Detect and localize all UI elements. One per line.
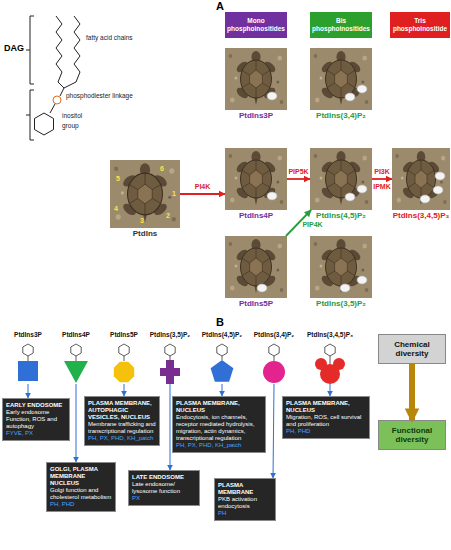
arrow-connector — [180, 193, 225, 195]
location-heading: EARLY ENDOSOME — [6, 402, 66, 409]
function-text: Membrane trafficking and transcriptional… — [88, 421, 156, 435]
domain-list: PH, PHD — [286, 428, 366, 435]
arrow-connector — [170, 384, 171, 470]
compound-name: PtdIns(3,4)P₂ — [250, 330, 298, 339]
part-label: phosphodiester linkage — [66, 92, 133, 99]
compound-name: PtdIns(3,4,5)P₃ — [302, 330, 358, 339]
location-heading: PLASMA MEMBRANE, AUTOPHAGIC VESICLES, NU… — [88, 400, 156, 421]
compound-photo: PtdIns3P — [225, 48, 287, 110]
function-text: Endocytosis, ion channels, receptor medi… — [176, 414, 262, 442]
enzyme-label: PIP5K — [288, 168, 308, 176]
group-header-text: Mono phosphoinositides — [226, 17, 286, 33]
compound-photo: PtdIns(3,4)P₂ — [310, 48, 372, 110]
diversity-box: Functional diversity — [378, 420, 446, 450]
group-header: Tris phosphoinositide — [390, 12, 450, 38]
arrow-connector — [330, 384, 331, 396]
panel-letter: B — [216, 316, 224, 328]
arrow-connector — [286, 210, 311, 236]
compound-photo: PtdIns(4,5)P₂ — [310, 148, 372, 210]
arrow-connector — [76, 384, 77, 462]
function-box: GOLGI, PLASMA MEMBRANE NUCLEUSGolgi func… — [46, 462, 116, 512]
compound-symbol: PtdIns(3,4,5)P₃ — [302, 330, 358, 384]
function-box: PLASMA MEMBRANE, AUTOPHAGIC VESICLES, NU… — [84, 396, 160, 446]
compound-name: PtdIns(3,5)P₂ — [146, 330, 194, 339]
compound-symbol: PtdIns(4,5)P₂ — [198, 330, 246, 384]
part-label: inositol — [62, 112, 82, 119]
location-heading: PLASMA MEMBRANE, NUCLEUS — [176, 400, 262, 414]
part-label: fatty acid chains — [86, 34, 133, 41]
function-box: LATE ENDOSOMELate endosome/ lysosome fun… — [128, 470, 200, 506]
function-text: Migration, ROS, cell survival and prolif… — [286, 414, 366, 428]
compound-name: PtdIns(4,5)P₂ — [316, 211, 366, 220]
group-header-text: Tris phosphoinositide — [391, 17, 449, 33]
compound-name: PtdIns(3,4,5)P₃ — [393, 211, 450, 220]
compound-symbol: PtdIns5P — [100, 330, 148, 384]
domain-list: PH, PHD — [50, 501, 112, 508]
compound-name: PtdIns(3,4)P₂ — [316, 111, 366, 120]
function-box: PLASMA MEMBRANE, NUCLEUSMigration, ROS, … — [282, 396, 370, 439]
arrow-connector — [372, 178, 392, 180]
compound-symbol: PtdIns(3,4)P₂ — [250, 330, 298, 384]
domain-list: FYVE, PX — [6, 430, 66, 437]
function-box: PLASMA MEMBRANEPKB activation endocytosi… — [214, 478, 276, 521]
compound-symbol: PtdIns4P — [52, 330, 100, 384]
compound-name: PtdIns4P — [239, 211, 273, 220]
position-number: 2 — [166, 212, 170, 220]
group-header-text: Bis phosphoinositides — [311, 17, 371, 33]
enzyme-label: PIP4K — [302, 221, 322, 229]
arrow-connector — [28, 384, 29, 398]
compound-name: PtdIns — [133, 229, 157, 238]
function-box: PLASMA MEMBRANE, NUCLEUSEndocytosis, ion… — [172, 396, 266, 453]
arrow-connector — [124, 384, 125, 396]
diversity-box: Chemical diversity — [378, 334, 446, 364]
location-heading: GOLGI, PLASMA MEMBRANE NUCLEUS — [50, 466, 112, 487]
location-heading: LATE ENDOSOME — [132, 474, 196, 481]
group-header: Mono phosphoinositides — [225, 12, 287, 38]
function-text: Early endosome Function, ROS and autopha… — [6, 409, 66, 430]
position-number: 1 — [172, 190, 176, 198]
compound-name: PtdIns(4,5)P₂ — [198, 330, 246, 339]
compound-name: PtdIns5P — [100, 330, 148, 339]
panel-letter: A — [216, 0, 224, 12]
function-text: PKB activation endocytosis — [218, 496, 272, 510]
compound-name: PtdIns3P — [239, 111, 273, 120]
diversity-label: Chemical diversity — [379, 340, 445, 358]
part-label: group — [62, 122, 79, 129]
compound-symbol: PtdIns(3,5)P₂ — [146, 330, 194, 384]
arrow-connector — [273, 384, 274, 478]
compound-name: PtdIns4P — [52, 330, 100, 339]
position-number: 6 — [160, 165, 164, 173]
enzyme-label: PI4K — [195, 183, 211, 191]
domain-list: PX — [132, 495, 196, 502]
enzyme-label: IPMK — [373, 183, 391, 191]
location-heading: PLASMA MEMBRANE — [218, 482, 272, 496]
arrow-connector — [287, 178, 310, 180]
enzyme-label: PI3K — [374, 168, 390, 176]
compound-photo: PtdIns(3,4,5)P₃ — [392, 148, 450, 210]
compound-photo: PtdIns5P — [225, 236, 287, 298]
arrow-connector — [222, 384, 223, 396]
arrow-connector — [409, 364, 415, 420]
location-heading: PLASMA MEMBRANE, NUCLEUS — [286, 400, 366, 414]
compound-photo: PtdIns(3,5)P₂ — [310, 236, 372, 298]
compound-name: PtdIns5P — [239, 299, 273, 308]
compound-name: PtdIns(3,5)P₂ — [316, 299, 366, 308]
function-text: Golgi function and cholesterol metabolis… — [50, 487, 112, 501]
group-header: Bis phosphoinositides — [310, 12, 372, 38]
compound-photo: PtdIns4P — [225, 148, 287, 210]
domain-list: PH — [218, 510, 272, 517]
compound-symbol: PtdIns3P — [4, 330, 52, 384]
domain-list: PH, PX, PHD, KH_patch — [88, 435, 156, 442]
bracket-label: DAG — [4, 44, 24, 54]
domain-list: PH, PX, PHD, KH_patch — [176, 442, 262, 449]
diversity-label: Functional diversity — [379, 426, 445, 444]
compound-photo: PtdIns — [110, 160, 180, 228]
position-number: 5 — [116, 175, 120, 183]
position-number: 4 — [114, 205, 118, 213]
position-number: 3 — [140, 217, 144, 225]
compound-name: PtdIns3P — [4, 330, 52, 339]
function-box: EARLY ENDOSOMEEarly endosome Function, R… — [2, 398, 70, 441]
function-text: Late endosome/ lysosome function — [132, 481, 196, 495]
